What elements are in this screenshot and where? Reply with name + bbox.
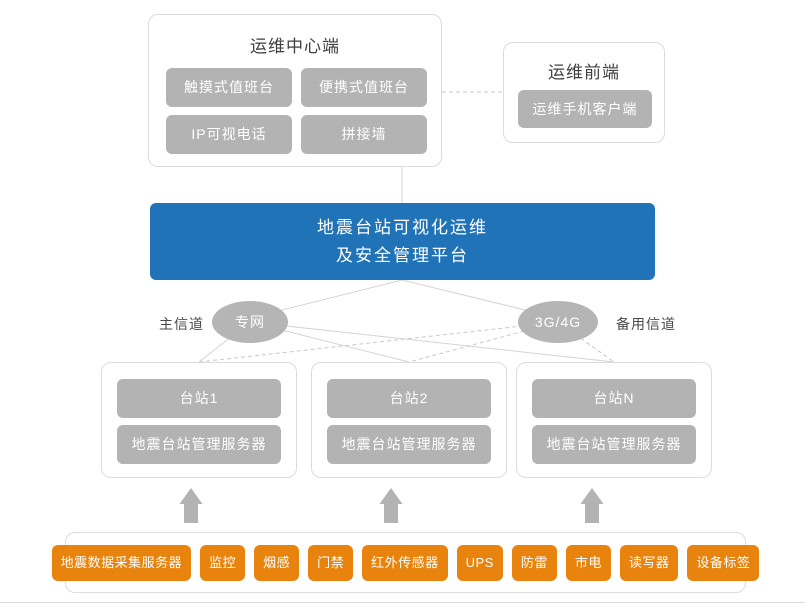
station-server-button: 地震台站管理服务器 (532, 425, 696, 464)
device-chip-rfid-reader: 读写器 (619, 544, 679, 581)
device-chip-infrared-sensor: 红外传感器 (362, 544, 448, 581)
platform-title-line2: 及安全管理平台 (336, 246, 469, 265)
up-arrow-icon (580, 488, 604, 523)
ops-center-item-touch-console: 触摸式值班台 (166, 68, 292, 107)
device-chip-ups: UPS (456, 544, 503, 581)
station-name-button: 台站N (532, 379, 696, 418)
up-arrow-icon (179, 488, 203, 523)
station-box-n: 台站N 地震台站管理服务器 (516, 362, 712, 478)
ops-center-box: 运维中心端 触摸式值班台 便携式值班台 IP可视电话 拼接墙 (148, 14, 442, 167)
device-chip-acquisition-server: 地震数据采集服务器 (51, 544, 192, 581)
ops-front-box: 运维前端 运维手机客户端 (503, 42, 665, 143)
station-server-button: 地震台站管理服务器 (327, 425, 491, 464)
platform-title-line1: 地震台站可视化运维 (317, 218, 488, 237)
devices-box: 地震数据采集服务器 监控 烟感 门禁 红外传感器 UPS 防雷 市电 读写器 设… (51, 532, 760, 593)
station-server-button: 地震台站管理服务器 (117, 425, 281, 464)
page-bottom-divider (0, 602, 805, 603)
station-box-1: 台站1 地震台站管理服务器 (101, 362, 297, 478)
platform-box: 地震台站可视化运维 及安全管理平台 (150, 203, 655, 280)
ops-center-item-portable-console: 便携式值班台 (301, 68, 427, 107)
device-chip-smoke-sensor: 烟感 (254, 544, 300, 581)
ops-center-item-ip-videophone: IP可视电话 (166, 115, 292, 154)
up-arrow-icon (379, 488, 403, 523)
station-name-button: 台站2 (327, 379, 491, 418)
private-network-node: 专网 (212, 301, 288, 343)
ops-center-title: 运维中心端 (250, 37, 340, 56)
ops-front-item-mobile-client: 运维手机客户端 (518, 90, 652, 128)
device-chip-lightning-protection: 防雷 (511, 544, 557, 581)
device-chip-mains-power: 市电 (565, 544, 611, 581)
cellular-node: 3G/4G (518, 301, 598, 343)
ops-center-item-video-wall: 拼接墙 (301, 115, 427, 154)
primary-channel-label: 主信道 (159, 316, 204, 332)
device-chip-device-tag: 设备标签 (687, 544, 760, 581)
device-chip-access-control: 门禁 (308, 544, 354, 581)
station-name-button: 台站1 (117, 379, 281, 418)
backup-channel-label: 备用信道 (616, 316, 676, 332)
device-chip-surveillance: 监控 (200, 544, 246, 581)
ops-front-title: 运维前端 (548, 63, 620, 82)
station-box-2: 台站2 地震台站管理服务器 (311, 362, 507, 478)
